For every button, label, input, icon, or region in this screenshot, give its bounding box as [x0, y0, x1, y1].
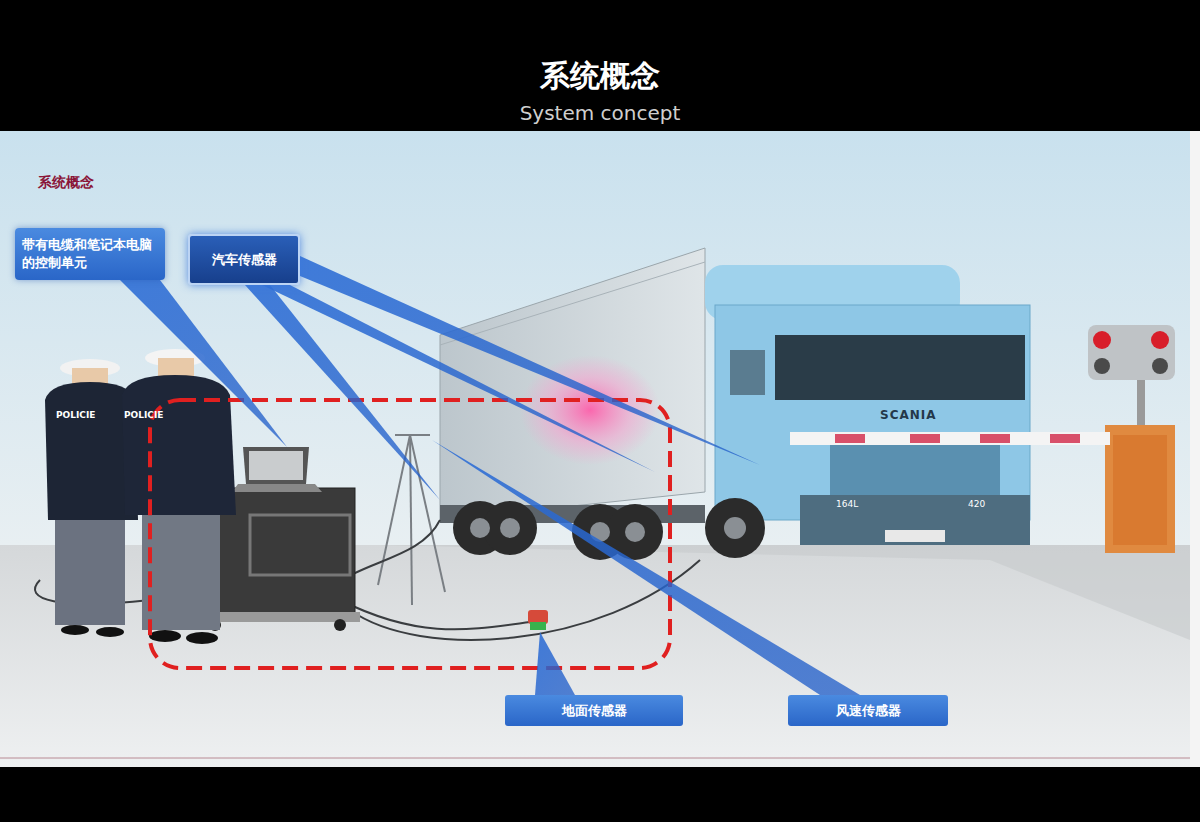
police-officers-part: [96, 627, 124, 637]
control-unit-part: [334, 619, 346, 631]
callout-wedges: [120, 256, 860, 695]
bottom-bar: [0, 767, 1200, 822]
truck-part-part: [500, 518, 520, 538]
separator-line: [0, 758, 1190, 759]
barrier-part: [790, 432, 1110, 445]
sky: [0, 131, 1200, 545]
callout-box: 带有电缆和笔记本电脑的控制单元: [15, 228, 165, 280]
truck-part: [800, 495, 1030, 545]
page-title: 系统概念: [0, 56, 1200, 97]
truck-part: [885, 530, 945, 542]
truck-part: [470, 517, 746, 542]
barrier: [790, 325, 1175, 553]
ground-sensor-part: [530, 622, 546, 630]
cables-part: [340, 600, 530, 629]
jacket-text: POLICIE: [124, 410, 163, 420]
cables: [35, 520, 700, 640]
tripod-part: [410, 435, 445, 592]
tripod: [378, 435, 445, 605]
truck-part: [830, 445, 1000, 500]
callout-wedges-part: [300, 256, 760, 465]
police-officers-part: [142, 515, 220, 630]
barrier-part: [1113, 435, 1167, 545]
barrier-part: [980, 434, 1010, 443]
ground-sensor: [528, 610, 548, 630]
tripod-part: [410, 435, 412, 605]
truck-part: [715, 305, 1030, 520]
truck-part-part: [724, 517, 746, 539]
truck-part-part: [470, 518, 490, 538]
police-officers-part: [158, 358, 194, 378]
truck-part: [775, 335, 1025, 400]
police-officers-part: [55, 520, 125, 625]
right-strip: [1190, 131, 1200, 767]
jacket-text: POLICIE: [56, 410, 95, 420]
tripod-part: [395, 434, 430, 436]
police-officers: [45, 349, 236, 644]
callout-box: 地面传感器: [505, 695, 683, 726]
callout-wedges-part: [535, 632, 575, 695]
callout-text: 风速传感器: [796, 702, 940, 720]
barrier-part: [1050, 434, 1080, 443]
truck-model: 164L: [836, 499, 858, 509]
callout-box: 汽车传感器: [188, 234, 300, 285]
subtitle: System concept: [0, 101, 1200, 125]
barrier-part: [910, 434, 940, 443]
top-bar: [0, 0, 1200, 131]
callout-text: 地面传感器: [513, 702, 675, 720]
barrier-part: [1088, 325, 1175, 380]
truck-part-part: [705, 498, 765, 558]
callout-wedges-part: [262, 285, 655, 472]
callout-box: 风速传感器: [788, 695, 948, 726]
truck-part-part: [625, 522, 645, 542]
police-officers-part: [149, 630, 181, 642]
callout-wedges-part: [432, 440, 860, 695]
barrier-part: [1105, 425, 1175, 553]
barrier-part: [1093, 331, 1111, 349]
control-unit-part: [232, 484, 322, 492]
truck-part: [440, 262, 705, 345]
barrier-part: [1152, 358, 1168, 374]
truck-part: [730, 350, 765, 395]
callout-wedges-part: [120, 280, 287, 447]
truck-model: 420: [968, 499, 985, 509]
police-officers-part: [122, 375, 236, 515]
callout-text: 汽车传感器: [198, 251, 290, 269]
callout-text: 带有电缆和笔记本电脑的控制单元: [22, 236, 158, 271]
truck: [440, 248, 1030, 560]
police-officers-part: [186, 632, 218, 644]
section-heading: 系统概念: [38, 174, 94, 192]
truck-brand: SCANIA: [880, 408, 937, 422]
ground-sensor-part: [528, 610, 548, 624]
truck-part-part: [483, 501, 537, 555]
control-unit-part: [249, 451, 303, 480]
barrier-part: [835, 434, 865, 443]
barrier-part: [1094, 358, 1110, 374]
control-unit-part: [243, 447, 309, 484]
control-unit-part: [250, 515, 350, 575]
barrier-part: [1151, 331, 1169, 349]
police-officers-part: [61, 625, 89, 635]
